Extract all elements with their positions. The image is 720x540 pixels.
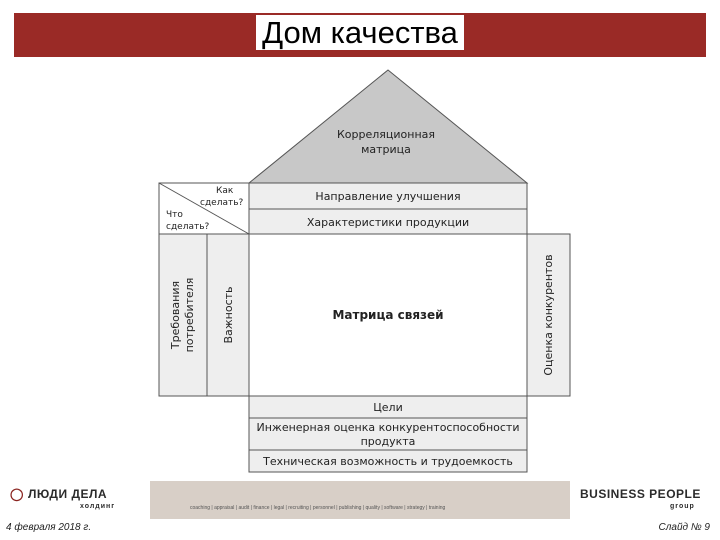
left-logo-name: ЛЮДИ ДЕЛА (27, 487, 108, 501)
left-logo: ◯ЛЮДИ ДЕЛА холдинг (0, 481, 150, 519)
importance-label: Важность (222, 286, 235, 343)
how-label-line1: Как (216, 186, 234, 196)
services-line: coaching | appraisal | audit | finance |… (190, 505, 446, 511)
roof-label-line2: матрица (361, 143, 411, 156)
right-logo: BUSINESS PEOPLE group (570, 481, 720, 519)
slide-title: Дом качества (256, 15, 464, 50)
roof-label-line1: Корреляционная (337, 128, 435, 141)
goals-label: Цели (373, 401, 403, 414)
slide-number: Слайд № 9 (658, 522, 710, 533)
engineering-row (248, 417, 528, 451)
characteristics-row (248, 208, 528, 235)
corner-diagonal (158, 182, 250, 235)
direction-label: Направление улучшения (315, 190, 460, 203)
requirements-label-line2: потребителя (183, 278, 196, 353)
right-logo-name: BUSINESS PEOPLE (580, 487, 701, 501)
right-logo-sub: group (670, 503, 695, 510)
requirements-column (158, 233, 208, 397)
footer-date: 4 февраля 2018 г. (6, 522, 92, 533)
left-logo-icon: ◯ (10, 487, 24, 501)
competitor-label: Оценка конкурентов (542, 254, 555, 375)
direction-row (248, 182, 528, 210)
what-label-line2: сделать? (166, 222, 210, 232)
engineering-label-line2: продукта (361, 435, 416, 448)
what-label-line1: Что (166, 210, 183, 220)
how-label-line2: сделать? (200, 198, 244, 208)
relationship-matrix (248, 233, 528, 397)
left-logo-sub: холдинг (80, 503, 116, 510)
engineering-label-line1: Инженерная оценка конкурентоспособности (256, 421, 519, 434)
feasibility-label: Техническая возможность и трудоемкость (262, 455, 513, 468)
matrix-label: Матрица связей (332, 308, 443, 322)
competitor-column (526, 233, 571, 397)
feasibility-row (248, 449, 528, 473)
characteristics-label: Характеристики продукции (307, 216, 469, 229)
importance-column (206, 233, 250, 397)
slide-title-container: Дом качества (0, 0, 720, 60)
requirements-label-line1: Требования (169, 281, 182, 350)
